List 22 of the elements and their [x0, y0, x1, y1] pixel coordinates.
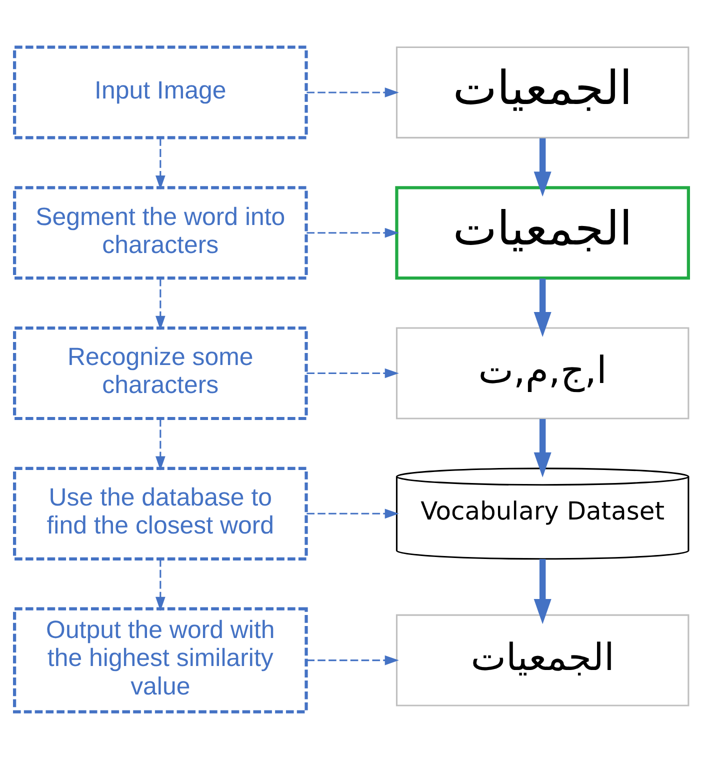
node-box: الجمعيات — [396, 46, 690, 138]
arrow — [306, 508, 399, 519]
node-box: ا,ج,م,ت — [396, 327, 690, 420]
arrow — [534, 559, 552, 624]
arrow — [534, 278, 552, 338]
node-box: الجمعيات — [396, 614, 690, 706]
arrow — [156, 138, 166, 190]
arrow — [306, 655, 399, 666]
node-box: Segment the word into characters — [13, 186, 308, 280]
node-box: الجمعيات — [395, 186, 690, 280]
node-box: Input Image — [13, 46, 308, 140]
node-box: Use the database to find the closest word — [13, 466, 308, 560]
arrow — [306, 228, 399, 238]
arrow — [156, 278, 166, 330]
arrow — [156, 419, 166, 470]
arrow — [156, 559, 166, 611]
node-box: Recognize some characters — [13, 326, 308, 420]
arrow — [306, 368, 399, 378]
arrow — [534, 419, 552, 478]
node-box: Output the word with the highest similarity value — [13, 607, 308, 714]
arrow — [306, 88, 399, 98]
arrow — [534, 138, 552, 197]
